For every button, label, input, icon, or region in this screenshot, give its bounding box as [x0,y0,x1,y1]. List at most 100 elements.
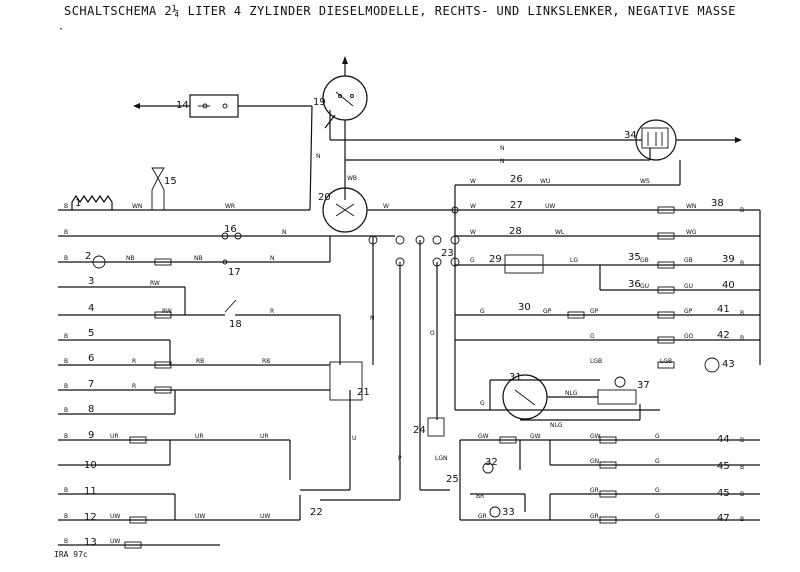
label-45b: 45 [717,488,730,499]
component-labels: 1 2 3 4 5 6 7 8 9 10 11 12 13 14 15 16 1… [75,97,735,548]
label-24: 24 [413,425,426,436]
svg-text:G: G [590,333,595,340]
label-1: 1 [75,198,81,209]
svg-text:WU: WU [540,178,550,185]
label-2: 2 [85,251,91,262]
svg-text:LGB: LGB [660,358,672,365]
right-distribution [451,160,761,411]
svg-text:B: B [64,538,68,545]
svg-text:GP: GP [543,308,552,315]
svg-text:RB: RB [262,358,270,365]
svg-text:LGB: LGB [590,358,602,365]
svg-text:WL: WL [555,229,565,236]
component-19 [309,56,368,211]
label-3: 3 [88,276,94,287]
svg-text:P: P [398,455,402,462]
label-32: 32 [485,457,498,468]
svg-text:UR: UR [195,433,204,440]
label-38: 38 [711,198,724,209]
label-28: 28 [509,226,522,237]
svg-text:W: W [470,203,476,210]
component-1 [58,194,310,211]
svg-text:UR: UR [110,433,119,440]
label-20: 20 [318,192,331,203]
svg-text:W: W [383,203,389,210]
svg-text:UW: UW [110,513,120,520]
component-20 [322,187,455,233]
svg-text:N: N [500,145,505,152]
svg-text:GB: GB [640,257,649,264]
label-44: 44 [717,434,730,445]
label-25: 25 [446,474,459,485]
svg-text:N: N [282,229,287,236]
label-30: 30 [518,302,531,313]
svg-text:WN: WN [132,203,142,210]
svg-text:W: W [470,229,476,236]
svg-text:B: B [740,464,744,471]
svg-text:NLG: NLG [565,390,578,397]
label-4: 4 [88,303,94,314]
svg-text:GO: GO [684,333,694,340]
svg-text:B: B [64,407,68,414]
svg-text:B: B [64,203,68,210]
svg-text:WR: WR [225,203,235,210]
label-23: 23 [441,248,454,259]
svg-text:GW: GW [530,433,541,440]
svg-text:NB: NB [126,255,135,262]
center-connectors [368,235,460,491]
svg-text:GR: GR [590,487,599,494]
stray-dot: · [58,24,65,35]
label-26: 26 [510,174,523,185]
svg-text:GP: GP [590,308,599,315]
label-34: 34 [624,130,637,141]
svg-text:BR: BR [476,493,484,500]
svg-text:U: U [352,435,356,442]
svg-text:B: B [740,310,744,317]
svg-text:O: O [430,330,435,337]
component-15 [151,167,165,210]
label-11: 11 [84,486,97,497]
svg-text:B: B [740,437,744,444]
svg-text:UR: UR [260,433,269,440]
svg-text:G: G [480,308,485,315]
label-18: 18 [229,319,242,330]
svg-text:GP: GP [684,308,693,315]
svg-text:G: G [470,257,475,264]
svg-text:NLG: NLG [550,422,563,429]
svg-text:B: B [64,383,68,390]
left-rows [58,235,401,546]
label-16: 16 [224,224,237,235]
label-9: 9 [88,430,94,441]
svg-text:GU: GU [684,283,693,290]
svg-text:R: R [132,383,136,390]
svg-text:GR: GR [478,513,487,520]
lower-right [427,357,760,524]
svg-text:N: N [370,315,375,322]
wire-code-labels: B WN WR W B N B NB NB N RW RW R B B R RB… [64,145,744,545]
label-37: 37 [637,380,650,391]
svg-text:B: B [740,207,744,214]
svg-text:WN: WN [686,203,696,210]
label-13: 13 [84,537,97,548]
svg-text:B: B [64,333,68,340]
svg-text:B: B [740,335,744,342]
label-45a: 45 [717,461,730,472]
svg-text:GW: GW [590,433,601,440]
label-36: 36 [628,279,641,290]
svg-text:B: B [64,487,68,494]
label-42: 42 [717,330,730,341]
svg-text:B: B [64,358,68,365]
svg-text:LG: LG [570,257,578,264]
right-fuses [504,206,675,369]
svg-text:B: B [64,229,68,236]
left-fuses [92,232,363,549]
svg-text:B: B [64,255,68,262]
label-29: 29 [489,254,502,265]
label-8: 8 [88,404,94,415]
svg-text:R: R [132,358,136,365]
svg-text:B: B [740,491,744,498]
component-34 [330,119,742,161]
label-41: 41 [717,304,730,315]
svg-text:NB: NB [194,255,203,262]
